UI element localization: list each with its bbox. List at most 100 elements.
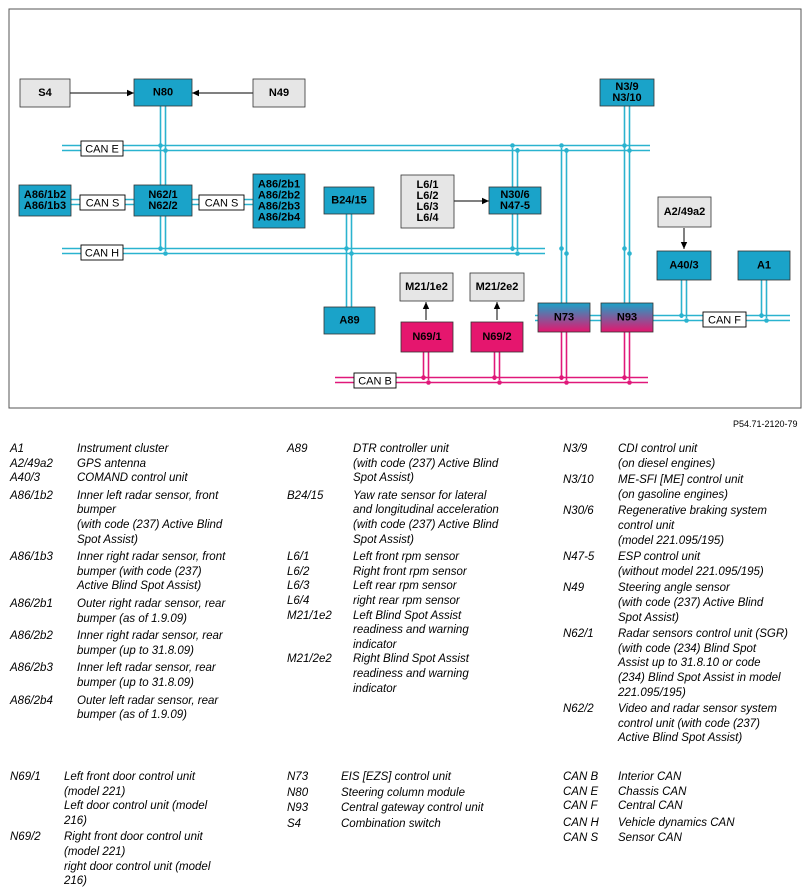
legend-description-line: Assist up to 31.8.10 or code [618,657,761,670]
legend-code: L6/3 [287,580,310,593]
legend-entry: N3/10 ME-SFI [ME] control unit(on gasolin… [563,473,805,502]
legend-code: M21/1e2 [287,609,332,622]
legend-description: Instrument cluster [77,442,265,457]
legend-code: A86/2b4 [10,694,53,707]
legend-description-line: right door control unit (model [64,860,211,873]
box-n69-2: N69/2 [470,321,524,353]
box-l6-label: L6/3 [416,201,438,213]
legend-description-line: right rear rpm sensor [353,594,460,607]
legend-description-line: Right front door control unit [64,831,203,844]
can-h-label: CAN H [85,248,119,260]
legend-description-line: (on gasoline engines) [618,488,728,501]
box-n69-1: N69/1 [400,321,454,353]
junction-blue-13 [564,148,569,153]
junction-blue-8 [510,246,515,251]
junction-magenta-4 [559,375,564,380]
legend-description-line: Central CAN [618,800,683,813]
can-e-label-box [80,140,124,157]
legend-description-line: 216) [64,814,88,827]
n49-to-n80-arrow-head [192,89,199,97]
legend-description-line: Instrument cluster [77,443,169,455]
legend-description-line: Sensor CAN [618,832,682,845]
junction-magenta-3 [497,380,502,385]
box-a89: A89 [323,306,376,335]
box-n62-label: N62/1 [148,189,177,201]
legend-description-line: Steering column module [341,786,466,799]
junction-blue-17 [627,148,632,153]
junction-blue-0 [158,143,163,148]
box-m21-2e2-shape [469,272,525,302]
legend-description: ME-SFI [ME] control unit(on gasoline eng… [618,473,805,502]
legend-description: Combination switch [341,817,542,832]
legend-description: Sensor CAN [618,831,805,846]
box-n73-shape [537,302,591,333]
junction-magenta-0 [421,375,426,380]
legend-description-line: Inner left radar sensor, front [77,489,219,502]
legend-code: A86/2b3 [10,662,53,675]
box-n30-6-label: N47-5 [500,200,530,212]
junction-blue-7 [515,148,520,153]
legend-description-line: Interior CAN [618,771,682,783]
legend-code: N3/10 [563,474,594,487]
box-a86-2b-label: A86/2b2 [258,190,300,202]
box-n30-6-shape [488,186,542,215]
legend-entry: L6/3 Left rear rpm sensor [287,579,542,594]
l6-to-n30-arrow-head [482,197,489,205]
legend-code: CAN E [563,785,599,798]
box-n93: N93 [600,302,654,333]
junction-blue-14 [559,246,564,251]
legend-description: Central CAN [618,799,805,814]
box-m21-2e2-label: M21/2e2 [476,281,519,293]
legend-description: Steering column module [341,786,542,801]
legend-description-line: indicator [353,638,397,651]
legend-code: N62/2 [563,703,594,716]
legend-description-line: (with code (237) Active Blind [618,596,764,609]
legend-code: N73 [287,771,309,783]
legend-description-line: Outer left radar sensor, rear [77,694,219,707]
legend-code: N49 [563,582,585,595]
legend-code: A86/1b3 [10,551,53,564]
box-b24-15: B24/15 [323,186,375,215]
box-s4: S4 [19,78,71,108]
legend-description-line: indicator [353,682,397,695]
legend-description-line: Spot Assist) [618,611,679,624]
legend-description-line: (with code (237) Active Blind [353,518,499,531]
legend-code: A1 [10,443,25,455]
legend-description-line: bumper (with code (237) [77,565,202,578]
box-a40-3: A40/3 [656,250,712,281]
legend-description-line: (with code (234) Blind Spot [618,642,757,655]
legend-description-line: Steering angle sensor [618,582,730,595]
legend-description-line: Left rear rpm sensor [353,580,457,593]
legend-code: L6/4 [287,594,310,607]
box-l6: L6/1L6/2L6/3L6/4 [400,174,455,229]
legend-description-line: Yaw rate sensor for lateral [353,489,487,502]
junction-blue-9 [515,251,520,256]
box-a40-3-label: A40/3 [669,260,698,272]
box-a2-49a2: A2/49a2 [657,196,712,228]
junction-magenta-7 [627,380,632,385]
legend-entry: L6/4 right rear rpm sensor [287,594,542,609]
box-n3-9-label: N3/9 [615,81,638,93]
legend-description-line: readiness and warning [353,624,469,637]
box-n62-label: N62/2 [148,200,177,212]
box-n69-2-label: N69/2 [482,331,511,343]
junction-blue-21 [684,318,689,323]
legend-description-line: (234) Blind Spot Assist in model [618,671,781,684]
